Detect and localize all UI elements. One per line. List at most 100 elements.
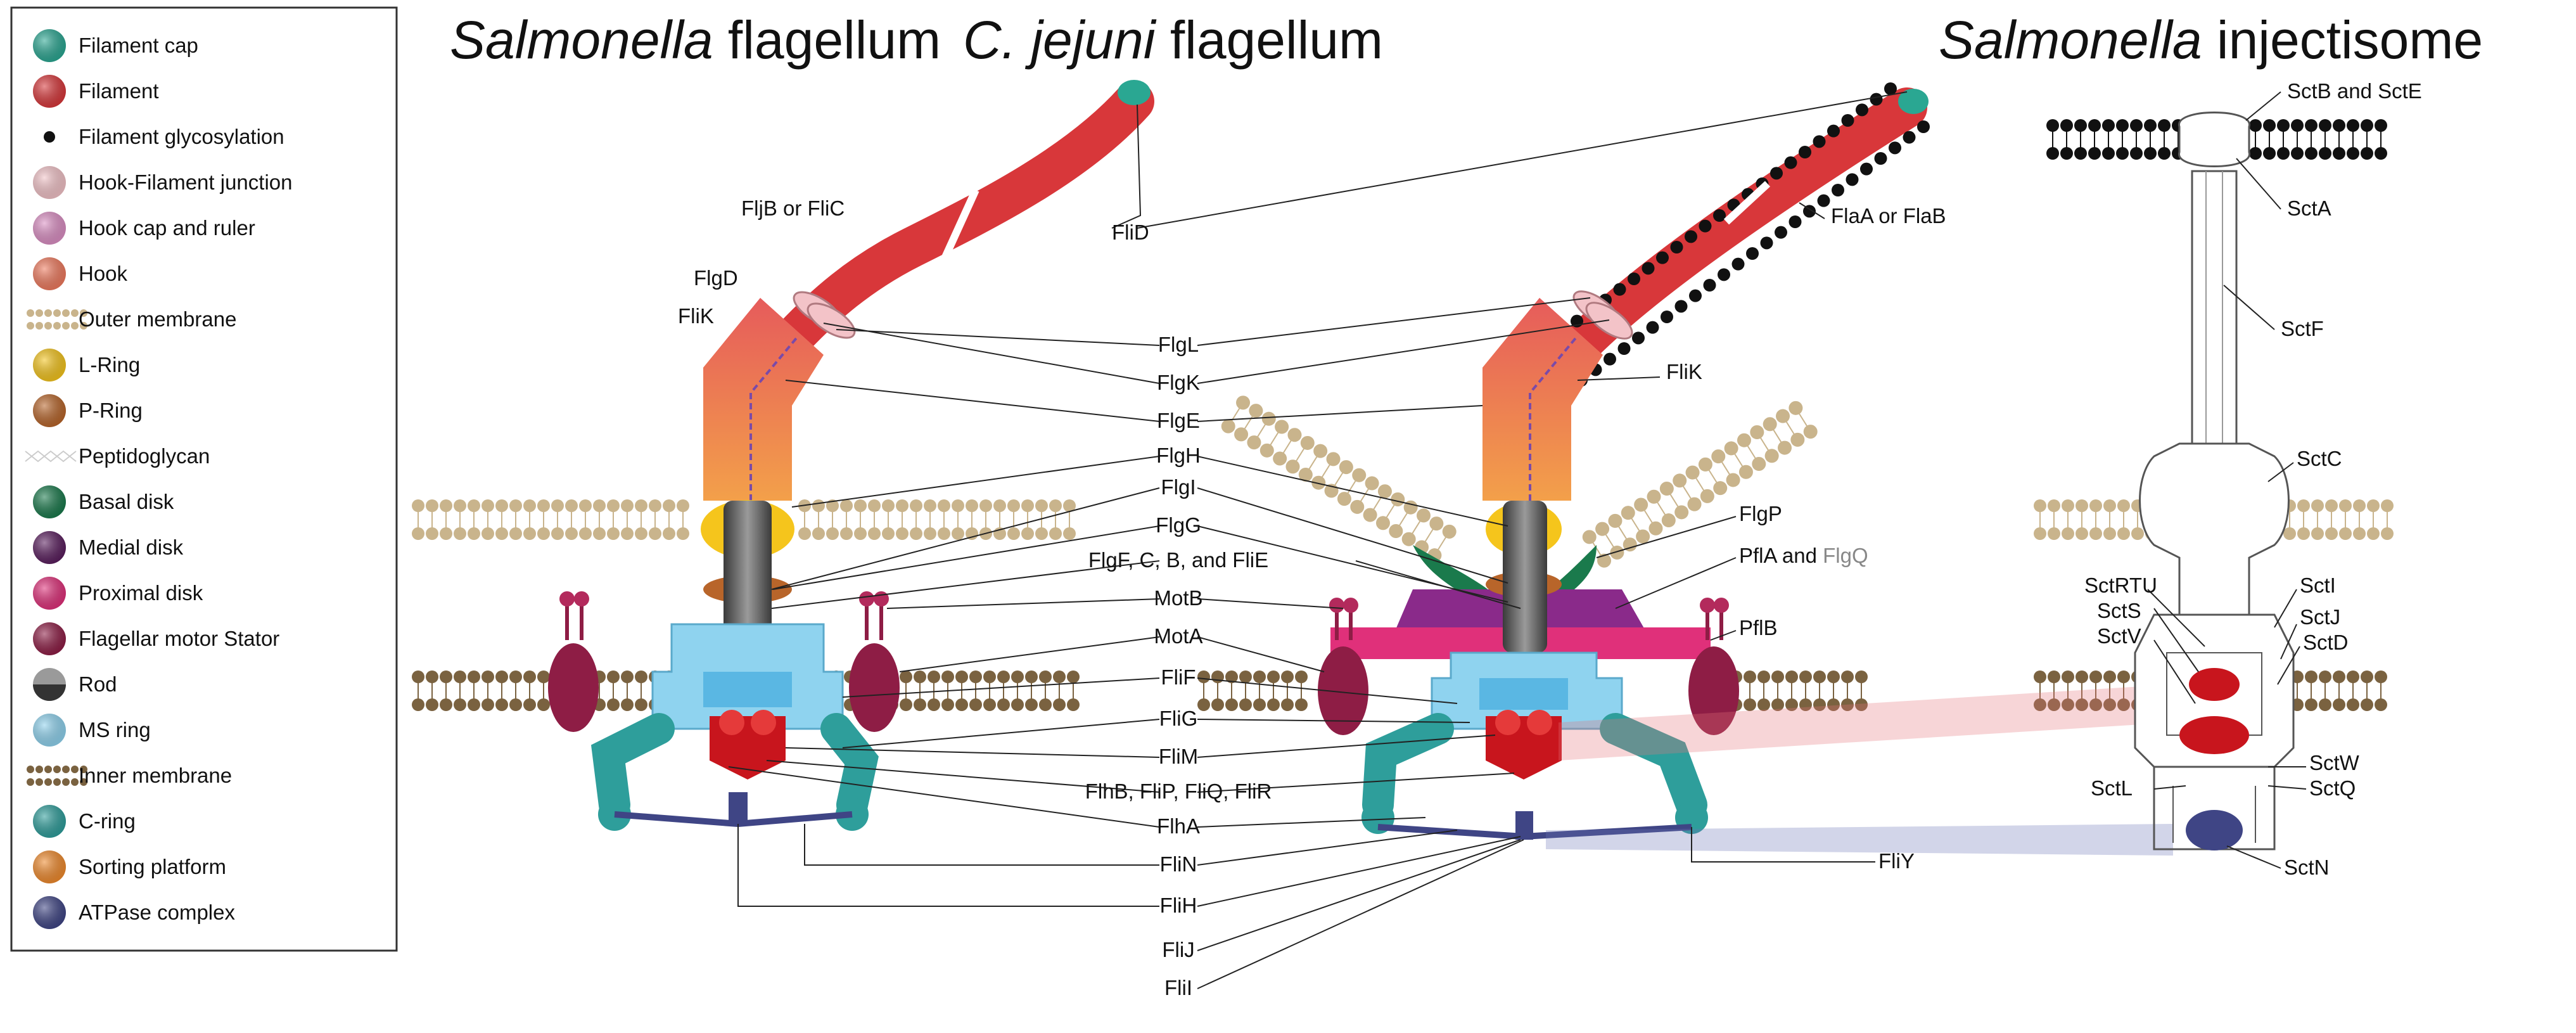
label-sctv: SctV — [2097, 624, 2141, 648]
center-label: FliH — [1160, 894, 1197, 917]
legend-item: Basal disk — [33, 485, 174, 518]
c-ring-left-a — [590, 713, 675, 821]
sorting-platform-icon — [33, 850, 66, 883]
legend-label: Filament — [79, 79, 159, 103]
filament-icon — [33, 75, 66, 108]
legend-label: Proximal disk — [79, 581, 203, 605]
label-fljb-flic: FljB or FliC — [741, 196, 845, 220]
hook-filament-junction-left — [793, 291, 856, 339]
filament-break-left — [940, 188, 979, 262]
legend-item: Hook — [33, 257, 128, 290]
outer-membrane-left-b — [798, 499, 1076, 540]
label-flik-left: FliK — [678, 304, 714, 328]
hook-cap-icon — [33, 212, 66, 245]
center-label: MotB — [1154, 586, 1202, 610]
center-label: FlgH — [1156, 444, 1201, 467]
legend-label: MS ring — [79, 718, 151, 741]
title-salmonella-injectisome: Salmonella injectisome — [1939, 10, 2483, 70]
label-sctc: SctC — [2297, 447, 2342, 470]
label-sctd: SctD — [2303, 631, 2349, 654]
center-label: FlhA — [1157, 814, 1200, 838]
tip-complex — [2178, 112, 2250, 167]
center-label: FliM — [1159, 745, 1198, 768]
outer-membrane-icon — [27, 309, 87, 330]
legend-label: Basal disk — [79, 490, 174, 513]
legend-item: P-Ring — [33, 394, 143, 427]
legend-item: Peptidoglycan — [25, 444, 210, 468]
legend-item: L-Ring — [33, 349, 140, 382]
center-label: FlgK — [1157, 371, 1200, 394]
stator-icon — [33, 622, 66, 655]
leader-lines — [728, 91, 2307, 989]
legend-label: Flagellar motor Stator — [79, 627, 279, 650]
filament-cap-icon — [33, 29, 66, 62]
label-flaa-flab: FlaA or FlaB — [1831, 204, 1946, 228]
atpase-left — [729, 792, 748, 824]
label-sctw: SctW — [2309, 751, 2360, 774]
legend-label: Hook-Filament junction — [79, 170, 292, 194]
legend-item: Proximal disk — [33, 577, 203, 610]
homology-band-atpase — [1546, 824, 2173, 856]
legend-item: Filament glycosylation — [44, 125, 284, 148]
center-label: FlgG — [1156, 513, 1201, 537]
center-label: FlgE — [1157, 409, 1200, 432]
label-sctf: SctF — [2281, 317, 2324, 340]
center-label: FlgF, C, B, and FliE — [1088, 548, 1268, 572]
center-label: FlgL — [1158, 333, 1199, 356]
legend-item: Filament cap — [33, 29, 198, 62]
cjejuni-flagellum — [1318, 82, 1930, 840]
rod-mid — [1503, 501, 1547, 653]
label-flgd: FlgD — [694, 266, 738, 290]
legend-item: Filament — [33, 75, 159, 108]
hook-mid — [1482, 298, 1603, 501]
filament-cap-left — [1118, 80, 1151, 105]
legend-label: Outer membrane — [79, 307, 236, 331]
center-label: FlhB, FliP, FliQ, FliR — [1085, 780, 1272, 803]
label-scta: SctA — [2287, 196, 2331, 220]
label-sctq: SctQ — [2309, 776, 2356, 800]
atpase-mid — [1515, 811, 1533, 840]
label-sctj: SctJ — [2300, 605, 2340, 629]
salmonella-injectisome — [1546, 112, 2295, 856]
legend-label: Inner membrane — [79, 764, 232, 787]
legend-label: Peptidoglycan — [79, 444, 210, 468]
outer-membrane-left-a — [412, 499, 689, 540]
legend-label: Filament cap — [79, 34, 198, 57]
legend-item: Medial disk — [33, 531, 184, 564]
hook-icon — [33, 257, 66, 290]
legend-label: L-Ring — [79, 353, 140, 376]
ms-ring-core-left — [703, 672, 792, 707]
rod-icon — [33, 668, 66, 701]
center-label: FliI — [1164, 976, 1192, 999]
title-cjejuni-flagellum: C. jejuni flagellum — [963, 10, 1383, 70]
l-ring-icon — [33, 349, 66, 382]
stators-left — [548, 591, 900, 732]
c-ring-left-b — [820, 713, 879, 821]
peptidoglycan-icon — [25, 450, 77, 463]
hook-left — [703, 298, 824, 501]
c-ring-icon — [33, 805, 66, 838]
inner-membrane-icon — [27, 766, 87, 786]
inner-membrane-mid-a — [1197, 670, 1308, 711]
outer-membrane-right-b — [2255, 499, 2394, 540]
center-label: MotA — [1154, 624, 1202, 648]
legend-label: Rod — [79, 672, 117, 696]
legend-item: Rod — [33, 668, 117, 701]
export-apparatus-injectisome — [2189, 668, 2240, 701]
host-membrane-b — [2249, 119, 2387, 160]
legend-label: P-Ring — [79, 399, 143, 422]
structure-labels: FliD FljB or FliC FlgD FliK FliK FlaA or… — [678, 79, 2422, 999]
legend-label: Hook cap and ruler — [79, 216, 255, 240]
label-sctl: SctL — [2091, 776, 2133, 800]
glycosylation-dot-icon — [44, 131, 55, 143]
center-label: FliF — [1161, 665, 1196, 689]
center-label: FliJ — [1162, 938, 1194, 961]
legend-label: C-ring — [79, 809, 136, 833]
title-salmonella-flagellum: Salmonella flagellum — [450, 10, 941, 70]
legend-item: Outer membrane — [27, 307, 236, 331]
outer-membrane-mid-a — [1221, 395, 1457, 563]
legend-item: MS ring — [33, 714, 151, 747]
